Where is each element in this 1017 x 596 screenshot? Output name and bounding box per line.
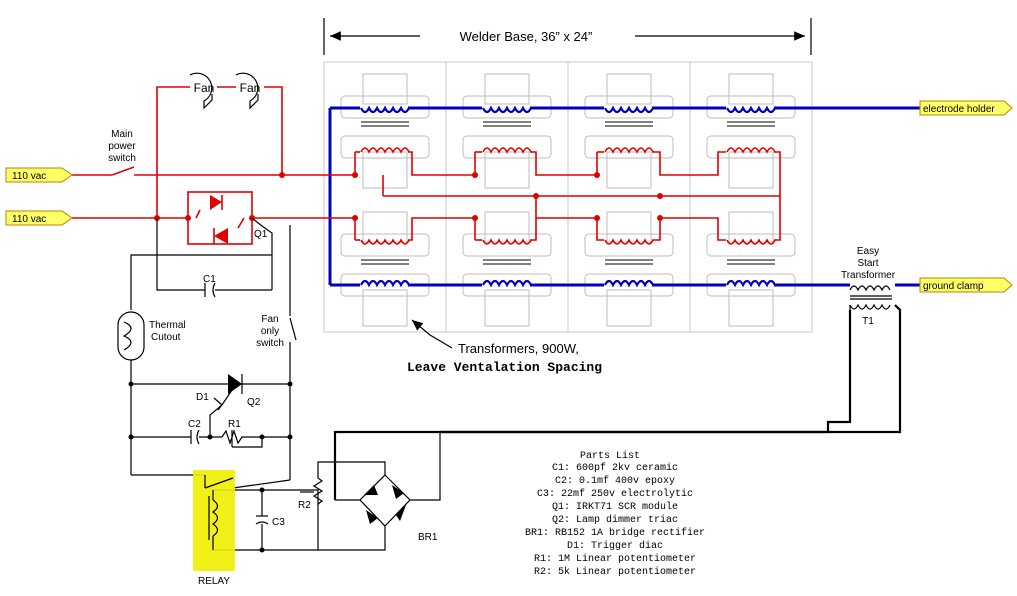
- input-tag-2: 110 vac: [5, 210, 73, 226]
- c3-label: C3: [272, 517, 285, 528]
- secondary-bus: [328, 106, 920, 287]
- ground-tag-label: ground clamp: [923, 281, 984, 292]
- fan-2-label: Fan: [240, 81, 261, 95]
- callout-line-2: Leave Ventalation Spacing: [407, 360, 602, 375]
- fan-switch-label-3: switch: [256, 338, 284, 349]
- fan-switch-label-2: only: [261, 326, 279, 337]
- parts-list-item: BR1: RB152 1A bridge rectifier: [525, 527, 705, 539]
- c2-label: C2: [188, 419, 201, 430]
- fan-switch-label-1: Fan: [261, 314, 278, 325]
- input-tag-2-label: 110 vac: [12, 214, 46, 225]
- easy-start-label-3: Transformer: [841, 270, 896, 281]
- electrode-tag-label: electrode holder: [923, 104, 995, 115]
- transformer-plates: [323, 61, 813, 333]
- primary-wiring: [72, 86, 781, 245]
- c1-label: C1: [203, 274, 216, 285]
- base-dimension-label: Welder Base, 36” x 24”: [460, 29, 593, 44]
- parts-list-item: R1: 1M Linear potentiometer: [534, 553, 696, 565]
- parts-list-item: R2: 5k Linear potentiometer: [534, 566, 696, 578]
- main-switch-label-2: power: [108, 141, 136, 152]
- r1-label: R1: [228, 419, 241, 430]
- parts-list: Parts List C1: 600pf 2kv ceramic C2: 0.1…: [525, 450, 705, 578]
- fan-1-label: Fan: [194, 81, 215, 95]
- component-labels: Main power switch Q1 C1 Thermal Cutout F…: [108, 129, 896, 587]
- electrode-tag: electrode holder: [919, 100, 1013, 116]
- r2-label: R2: [298, 500, 311, 511]
- fan-1: Fan: [189, 72, 215, 110]
- relay-highlight: [193, 470, 235, 571]
- easy-start-label-1: Easy: [857, 246, 879, 257]
- q1-label: Q1: [254, 229, 268, 240]
- br1-label: BR1: [418, 532, 438, 543]
- fan-2: Fan: [235, 72, 261, 110]
- ground-tag: ground clamp: [919, 277, 1013, 293]
- input-tag-1-label: 110 vac: [12, 171, 46, 182]
- parts-list-item: D1: Trigger diac: [567, 540, 663, 552]
- parts-list-item: Q2: Lamp dimmer triac: [552, 514, 678, 526]
- parts-list-item: C3: 22mf 250v electrolytic: [537, 488, 693, 500]
- main-switch-label-1: Main: [111, 129, 133, 140]
- parts-list-title: Parts List: [580, 450, 640, 462]
- callout-line-1: Transformers, 900W,: [458, 341, 579, 356]
- q2-label: Q2: [247, 397, 261, 408]
- main-switch-label-3: switch: [108, 153, 136, 164]
- easy-start-label-2: Start: [857, 258, 878, 269]
- base-dimension: Welder Base, 36” x 24”: [323, 18, 812, 55]
- input-tag-1: 110 vac: [5, 167, 73, 183]
- thermal-label-2: Cutout: [151, 332, 181, 343]
- parts-list-item: C1: 600pf 2kv ceramic: [552, 462, 678, 474]
- t1-label: T1: [862, 316, 874, 327]
- parts-list-item: C2: 0.1mf 400v epoxy: [555, 475, 675, 487]
- relay-label: RELAY: [198, 576, 230, 587]
- d1-label: D1: [196, 392, 209, 403]
- parts-list-item: Q1: IRKT71 SCR module: [552, 501, 678, 513]
- transformer-callout: Transformers, 900W, Leave Ventalation Sp…: [407, 319, 602, 375]
- thermal-label-1: Thermal: [149, 320, 186, 331]
- control-wiring: [117, 217, 902, 553]
- transformer-core: [584, 73, 674, 189]
